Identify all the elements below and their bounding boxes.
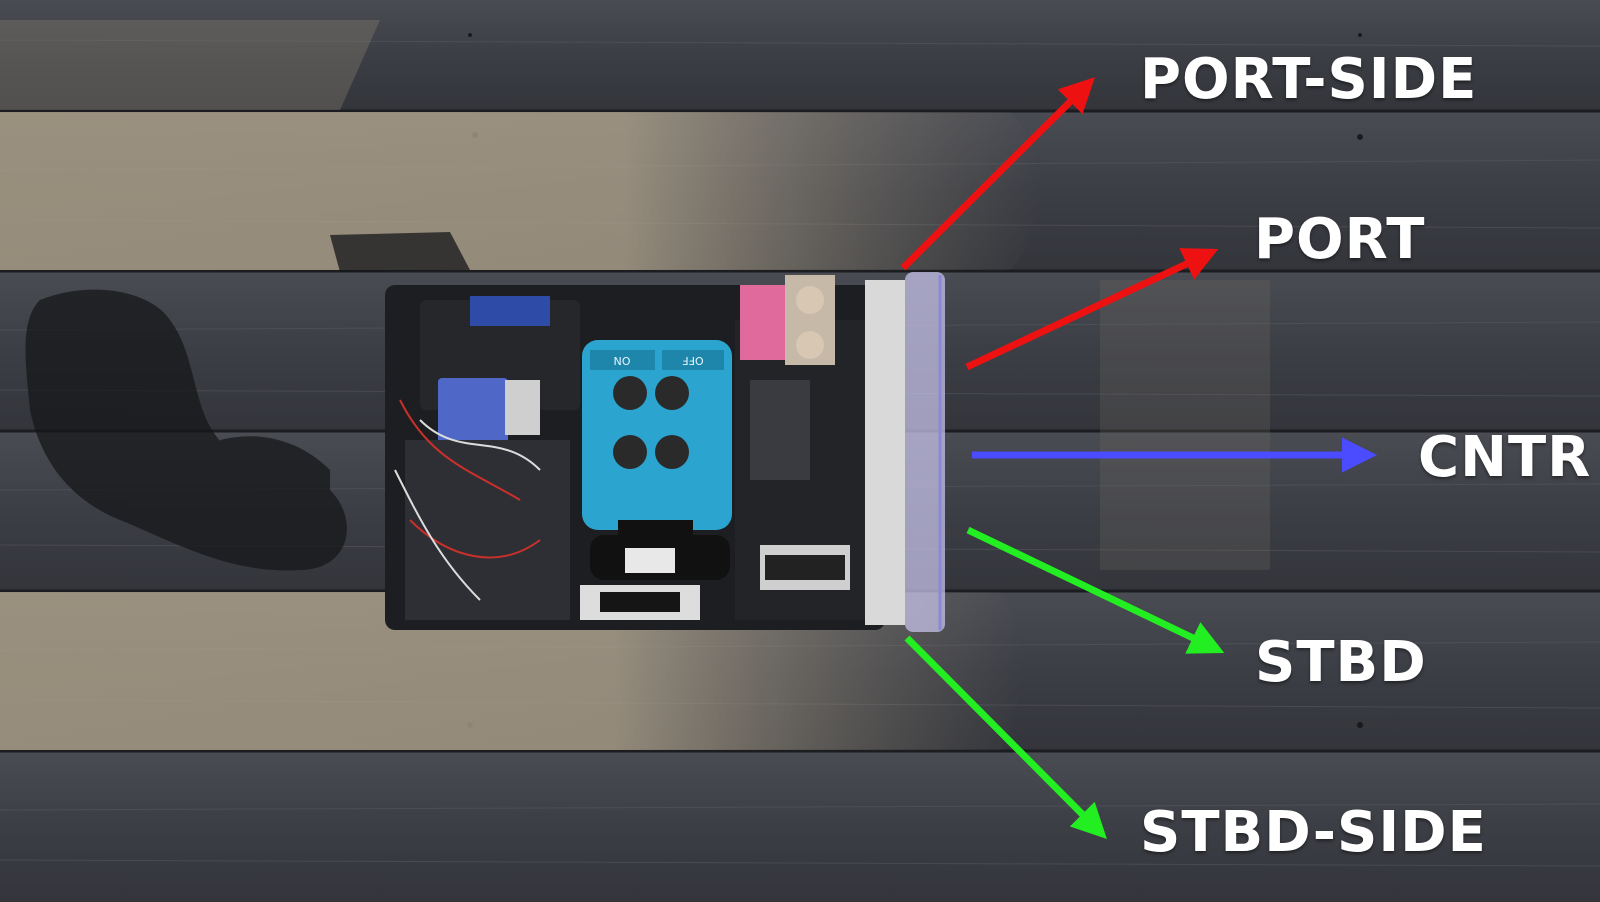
direction-arrows xyxy=(900,77,1377,839)
port-side-arrow xyxy=(900,77,1095,271)
robot: ON OFF xyxy=(385,272,945,632)
switch-on-text: ON xyxy=(614,354,631,367)
port-arrow xyxy=(965,248,1219,371)
center-label: CNTR xyxy=(1418,425,1592,490)
front-bumper-mount xyxy=(865,280,905,625)
starboard-side-arrow xyxy=(904,635,1107,839)
starboard-label: STBD xyxy=(1255,630,1427,695)
port-side-label: PORT-SIDE xyxy=(1140,47,1478,112)
pink-sensor xyxy=(740,285,790,360)
sensor-board-blue xyxy=(438,378,508,446)
front-bumper xyxy=(905,272,945,632)
robot-shadow xyxy=(25,232,470,571)
starboard-side-label: STBD-SIDE xyxy=(1140,800,1487,865)
port-label: PORT xyxy=(1254,207,1426,272)
sunlight-patches xyxy=(0,20,1270,750)
starboard-arrow xyxy=(966,526,1225,654)
switch-off-text: OFF xyxy=(682,354,703,367)
